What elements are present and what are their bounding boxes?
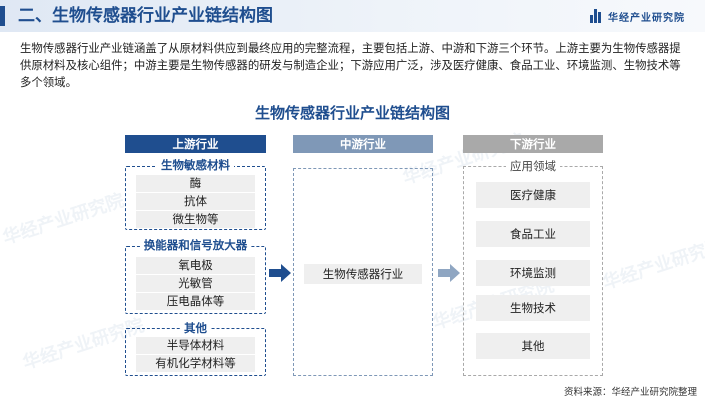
upstream-group-others: 其他 半导体材料 有机化学材料等 <box>125 321 266 376</box>
diagram-title: 生物传感器行业产业链结构图 <box>254 104 450 122</box>
upstream-item: 微生物等 <box>136 211 255 228</box>
watermark: 华经产业研究院 <box>600 234 705 294</box>
upstream-item: 抗体 <box>136 193 255 210</box>
logo-bars-icon <box>590 9 602 23</box>
source-note: 资料来源：华经产业研究院整理 <box>563 387 697 398</box>
group-label: 生物敏感材料 <box>157 158 234 172</box>
upstream-item: 半导体材料 <box>136 337 255 354</box>
upstream-item: 酶 <box>136 175 255 192</box>
upstream-item: 氧电极 <box>136 257 255 274</box>
header-accent-bar <box>0 6 5 26</box>
upstream-header: 上游行业 <box>125 135 266 153</box>
downstream-item: 其他 <box>476 333 590 359</box>
header-band: 二、生物传感器行业产业链结构图 华经产业研究院 <box>0 0 705 32</box>
midstream-box: 生物传感器行业 <box>293 168 433 376</box>
downstream-item: 环境监测 <box>476 260 590 286</box>
upstream-group-sensitive-materials: 生物敏感材料 酶 抗体 微生物等 <box>125 158 266 230</box>
group-label: 换能器和信号放大器 <box>139 238 252 252</box>
downstream-item: 食品工业 <box>476 221 590 247</box>
flow-arrow-icon <box>438 264 460 282</box>
midstream-item: 生物传感器行业 <box>304 264 422 284</box>
intro-paragraph: 生物传感器行业产业链涵盖了从原材料供应到最终应用的完整流程，主要包括上游、中游和… <box>20 41 681 89</box>
logo-text: 华经产业研究院 <box>608 12 685 24</box>
downstream-header: 下游行业 <box>463 135 603 153</box>
watermark: 华经产业研究院 <box>0 189 127 249</box>
downstream-item: 生物技术 <box>476 295 590 321</box>
upstream-item: 压电晶体等 <box>136 293 255 310</box>
upstream-group-transducers: 换能器和信号放大器 氧电极 光敏管 压电晶体等 <box>125 238 266 314</box>
section-title: 二、生物传感器行业产业链结构图 <box>18 6 273 26</box>
midstream-header: 中游行业 <box>293 135 433 153</box>
downstream-sub-label: 应用领域 <box>506 159 560 173</box>
downstream-item: 医疗健康 <box>476 182 590 208</box>
upstream-item: 光敏管 <box>136 275 255 292</box>
brand-logo: 华经产业研究院 <box>590 8 685 24</box>
downstream-box: 应用领域 医疗健康 食品工业 环境监测 生物技术 其他 <box>463 159 603 376</box>
flow-arrow-icon <box>269 264 291 282</box>
group-label: 其他 <box>180 321 211 335</box>
upstream-item: 有机化学材料等 <box>136 355 255 372</box>
